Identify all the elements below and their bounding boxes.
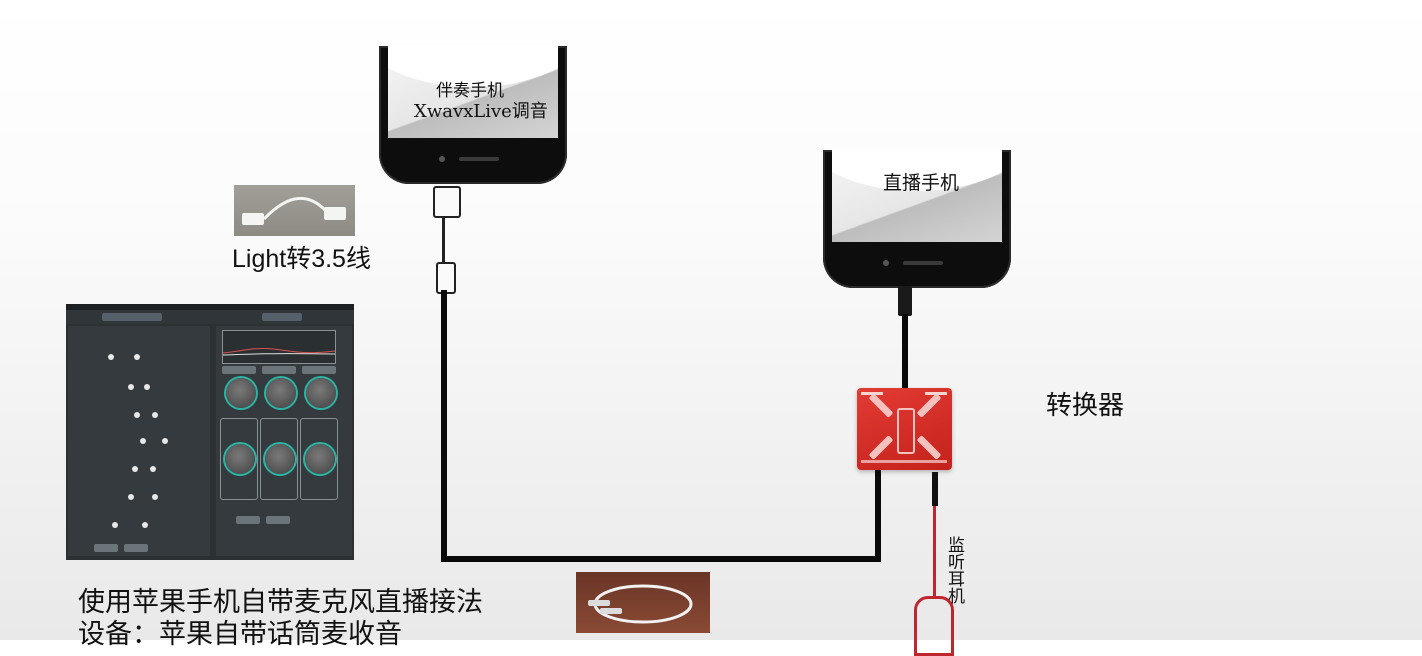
- app-right-pane: [216, 326, 352, 556]
- aux-cable-icon: [588, 584, 693, 624]
- headphone-jack: [932, 472, 938, 506]
- app-screenshot: [66, 304, 354, 560]
- lightning-plug: [433, 186, 461, 218]
- aux-cable-vertical-right: [875, 466, 881, 562]
- camera-dot: [439, 156, 445, 162]
- converter-device: [857, 388, 952, 470]
- headphone-label: 监听耳机: [944, 536, 964, 604]
- adapter-label: Light转3.5线: [232, 245, 371, 273]
- live-phone: [823, 150, 1011, 288]
- caption-line-2: 设备：苹果自带话筒麦收音: [78, 619, 402, 649]
- live-phone-title: 直播手机: [883, 172, 960, 194]
- speaker-slot: [459, 157, 499, 161]
- aux-cable-horizontal: [441, 556, 881, 562]
- live-phone-plug: [898, 286, 912, 316]
- accompaniment-phone-title: 伴奏手机: [436, 81, 504, 101]
- headphone-loop: [914, 596, 954, 656]
- aux-cable-photo: [576, 572, 710, 633]
- accompaniment-phone: [379, 46, 567, 184]
- aux-cable-vertical-left: [441, 290, 447, 562]
- speaker-slot: [903, 261, 943, 265]
- accompaniment-phone-subtitle: XwavxLive调音: [414, 101, 548, 122]
- live-phone-cable: [902, 314, 908, 390]
- converter-label: 转换器: [1046, 391, 1125, 421]
- live-phone-screen: [832, 150, 1002, 242]
- caption-line-1: 使用苹果手机自带麦克风直播接法: [78, 587, 483, 617]
- adapter-white-cable: [442, 216, 445, 262]
- adapter-photo-icon: [242, 196, 346, 225]
- adapter-photo: [234, 185, 355, 236]
- app-left-pane: [68, 326, 210, 556]
- headphone-cable: [933, 506, 936, 598]
- camera-dot: [883, 260, 889, 266]
- accompaniment-phone-screen: [388, 46, 558, 138]
